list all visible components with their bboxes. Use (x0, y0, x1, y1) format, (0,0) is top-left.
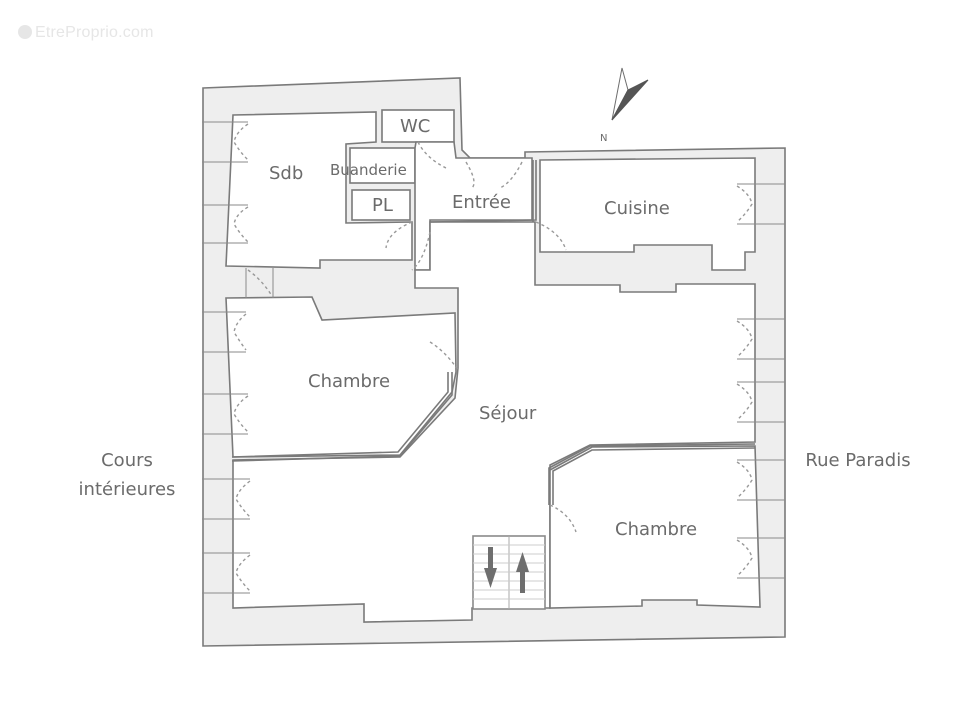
arrow-down-icon (484, 547, 497, 588)
label-cuisine: Cuisine (604, 198, 670, 219)
label-sdb: Sdb (269, 163, 303, 184)
partitions (231, 160, 756, 505)
label-buanderie: Buanderie (330, 161, 407, 179)
north-arrow-icon: N (600, 67, 649, 144)
rooms (225, 109, 761, 623)
label-chambre-1: Chambre (308, 371, 390, 392)
label-cours: Cours (101, 450, 153, 471)
label-interieures: intérieures (78, 479, 176, 500)
label-rue-paradis: Rue Paradis (805, 450, 911, 471)
label-sejour: Séjour (479, 403, 537, 424)
room-pl (351, 189, 411, 221)
label-chambre-2: Chambre (615, 519, 697, 540)
arrow-up-icon (516, 552, 529, 593)
room-entree (414, 141, 533, 271)
label-cours-interieures: Cours intérieures (68, 446, 186, 504)
label-pl: PL (372, 195, 393, 216)
staircase (472, 535, 546, 610)
watermark: EtreProprio.com (18, 24, 154, 42)
windows (202, 121, 785, 594)
north-label: N (600, 133, 607, 144)
watermark-text: EtreProprio.com (35, 24, 154, 41)
room-chambre-2 (549, 445, 761, 609)
door-swings (233, 123, 753, 592)
label-entree: Entrée (452, 192, 511, 213)
label-wc: WC (400, 116, 430, 137)
room-labels: Sdb WC Buanderie PL Entrée Cuisine Chamb… (269, 116, 697, 540)
room-chambre-1 (225, 296, 457, 458)
room-buanderie (349, 147, 416, 184)
room-cuisine (539, 157, 756, 271)
copyright-logo-icon (18, 25, 32, 39)
